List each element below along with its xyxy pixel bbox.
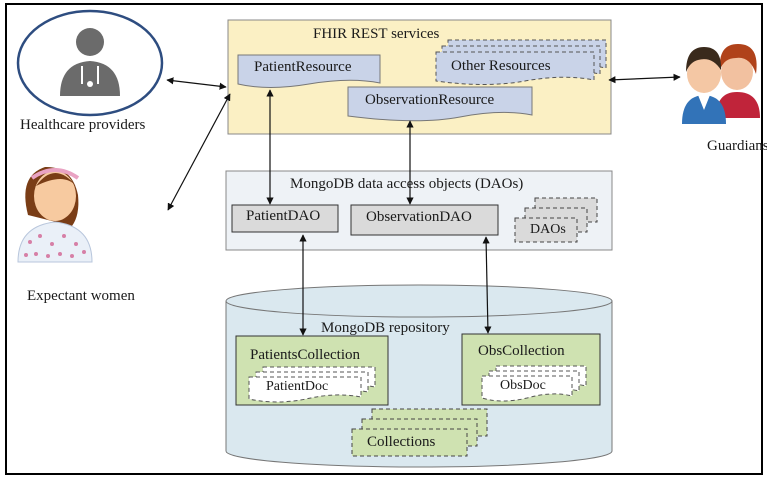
daos-stack — [514, 197, 598, 243]
obs-collection-label: ObsCollection — [478, 343, 565, 359]
guardians-label: Guardians — [707, 138, 767, 154]
expectant-women-label: Expectant women — [27, 288, 135, 304]
arrow-observationdao-obscollection — [482, 236, 492, 334]
other-resources-label: Other Resources — [451, 58, 551, 74]
obs-doc-stack — [481, 365, 587, 402]
collections-label: Collections — [367, 434, 436, 450]
other-resources-stack — [435, 39, 607, 85]
patient-resource-box — [237, 54, 381, 88]
observation-resource-label: ObservationResource — [365, 92, 495, 108]
healthcare-providers-label: Healthcare providers — [20, 117, 146, 133]
guardians-icon — [682, 44, 760, 124]
observation-dao-label: ObservationDAO — [366, 209, 472, 225]
obs-doc-label: ObsDoc — [500, 378, 546, 393]
observation-dao-box — [350, 204, 499, 236]
arrow-providers-fhir — [166, 77, 227, 90]
fhir-panel-title: FHIR REST services — [313, 26, 440, 42]
collections-stack — [351, 408, 488, 457]
patient-dao-box — [231, 204, 339, 233]
observation-resource-box — [347, 86, 533, 122]
daos-label: DAOs — [530, 222, 566, 237]
patients-collection-label: PatientsCollection — [250, 347, 360, 363]
arrow-fhir-guardians — [608, 73, 681, 84]
patient-doc-label: PatientDoc — [266, 379, 329, 394]
patient-dao-label: PatientDAO — [246, 208, 321, 224]
expectant-woman-icon — [17, 166, 93, 263]
patient-doc-stack — [248, 366, 376, 403]
dao-panel-title: MongoDB data access objects (DAOs) — [290, 176, 524, 192]
patient-resource-label: PatientResource — [254, 59, 352, 75]
healthcare-provider-icon — [16, 9, 164, 117]
outer-frame — [5, 3, 763, 475]
arrow-women-fhir — [167, 93, 231, 211]
repository-title: MongoDB repository — [321, 320, 450, 336]
